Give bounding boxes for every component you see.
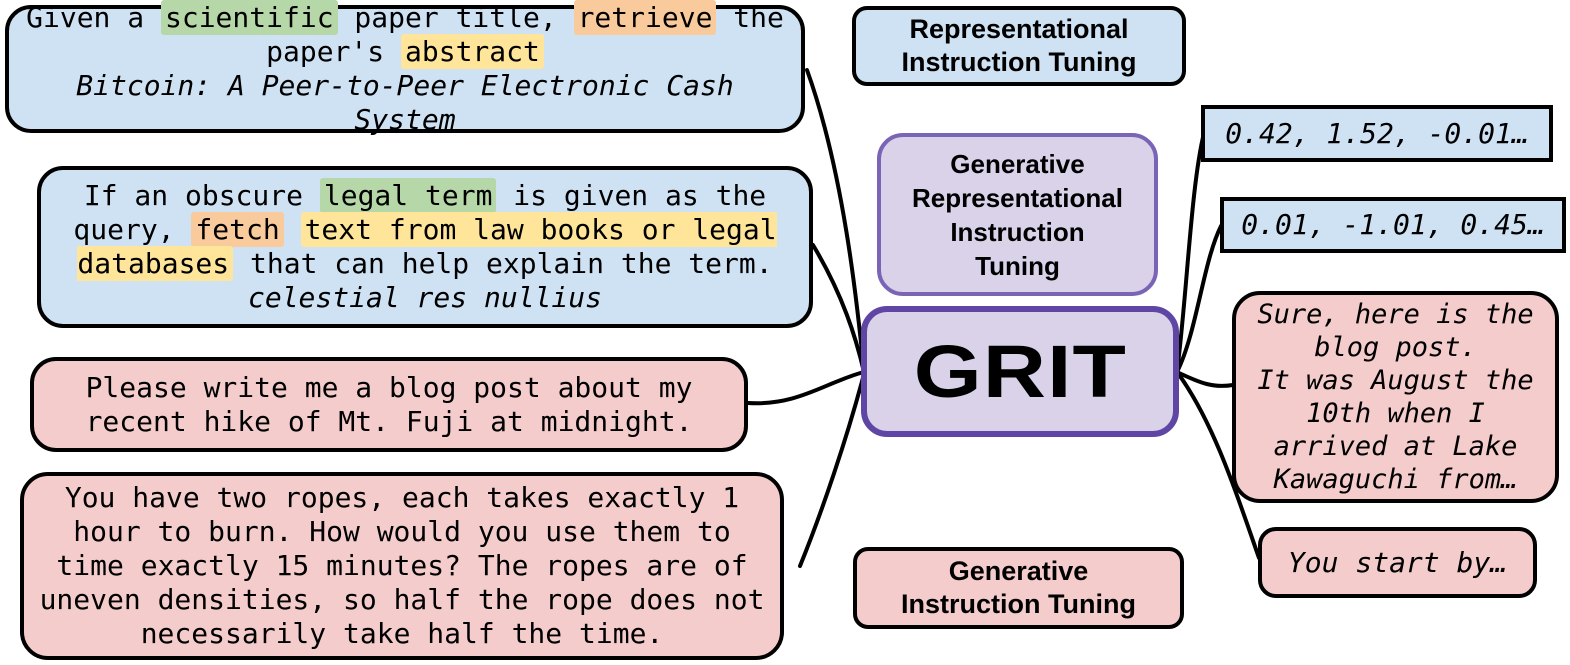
- input-box-legal-term: If an obscure legal term is given as the…: [37, 166, 813, 328]
- embedding-values: 0.01, -1.01, 0.45…: [1241, 208, 1545, 241]
- connector-input-ropes: [798, 372, 866, 568]
- output-box-embedding-1: 0.42, 1.52, -0.01…: [1201, 105, 1553, 162]
- embedding-values: 0.42, 1.52, -0.01…: [1225, 116, 1529, 150]
- instruction-text: If an obscure legal term is given as the…: [73, 178, 777, 281]
- label-generative-instruction-tuning: Generative Instruction Tuning: [853, 547, 1184, 629]
- text-segment: is given as the query,: [73, 179, 767, 246]
- text-segment: that can help explain the term.: [233, 247, 773, 280]
- label-representational-instruction-tuning: Representational Instruction Tuning: [852, 6, 1186, 86]
- text-segment: If an obscure: [83, 179, 320, 212]
- connector-input-scientific: [805, 68, 866, 374]
- input-box-blog-post: Please write me a blog post about my rec…: [30, 357, 748, 452]
- grit-label: GRIT: [913, 330, 1127, 413]
- text-segment: [284, 213, 301, 246]
- connector-output-generation-1: [1175, 370, 1235, 388]
- connector-input-blog: [746, 370, 866, 406]
- prompt-text: You have two ropes, each takes exactly 1…: [39, 481, 765, 650]
- query-text: Bitcoin: A Peer-to-Peer Electronic Cash …: [76, 69, 734, 136]
- output-box-generation-riddle: You start by…: [1258, 527, 1537, 598]
- connector-output-embedding-2: [1175, 224, 1223, 374]
- label-text: Representational Instruction Tuning: [901, 14, 1137, 77]
- text-segment: paper title,: [337, 1, 574, 34]
- highlight-green: scientific: [160, 0, 338, 35]
- input-box-scientific-paper: Given a scientific paper title, retrieve…: [5, 0, 805, 136]
- connector-output-generation-2: [1175, 370, 1261, 560]
- highlight-orange: retrieve: [573, 0, 717, 35]
- connector-output-embedding-1: [1175, 131, 1206, 374]
- label-generative-representational-instruction-tuning: Generative Representational Instruction …: [877, 133, 1158, 296]
- input-box-ropes-riddle: You have two ropes, each takes exactly 1…: [20, 472, 784, 660]
- label-text: Generative Representational Instruction …: [912, 148, 1123, 281]
- label-text: Generative Instruction Tuning: [901, 556, 1136, 619]
- output-box-generation-blog: Sure, here is the blog post. It was Augu…: [1232, 291, 1559, 503]
- generation-text: Sure, here is the blog post. It was Augu…: [1257, 299, 1534, 495]
- highlight-green: legal term: [319, 178, 497, 213]
- text-segment: Given a: [26, 1, 161, 34]
- prompt-text: Please write me a blog post about my rec…: [85, 370, 693, 438]
- query-text: celestial res nullius: [247, 281, 602, 314]
- text-segment: the paper's: [266, 1, 784, 68]
- output-box-embedding-2: 0.01, -1.01, 0.45…: [1220, 197, 1566, 253]
- highlight-orange: fetch: [191, 212, 284, 247]
- generation-text: You start by…: [1287, 545, 1508, 579]
- grit-model-node: GRIT: [861, 306, 1179, 437]
- highlight-yellow: abstract: [401, 34, 544, 69]
- instruction-text: Given a scientific paper title, retrieve…: [26, 0, 784, 69]
